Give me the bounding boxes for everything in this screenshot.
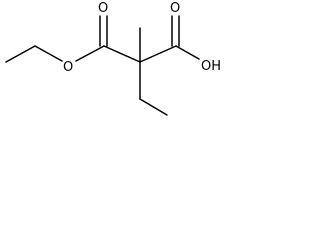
bond-ethyl-ch2-ch3 [139, 98, 168, 116]
ester-ether-oxygen-label: O [63, 60, 73, 75]
bond-ethyl-ch3-ch2 [5, 45, 36, 63]
acid-carbonyl-oxygen-label: O [170, 1, 180, 16]
bond-central-acid-carbon [139, 45, 177, 63]
bond-acid-carbon-oh [175, 45, 200, 60]
acid-hydroxyl-label: OH [201, 59, 221, 74]
bond-ethyl-ch2-o [34, 45, 63, 62]
ester-carbonyl-oxygen-label: O [98, 1, 108, 16]
chemical-structure-canvas: O O O OH [0, 0, 230, 134]
bond-ester-carbon-central [103, 45, 141, 63]
chemical-structure-svg: O O O OH [5, 1, 221, 116]
bond-ester-o-c [75, 45, 105, 62]
